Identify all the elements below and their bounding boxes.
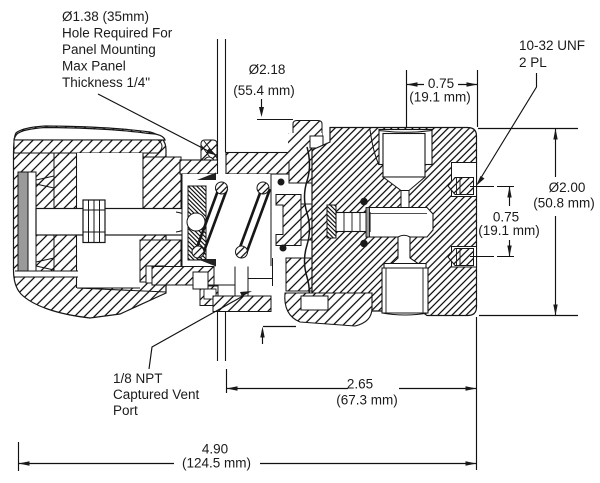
svg-text:Ø1.38 (35mm): Ø1.38 (35mm)	[62, 9, 149, 24]
svg-text:1/8 NPT: 1/8 NPT	[113, 371, 163, 386]
svg-text:(124.5 mm): (124.5 mm)	[182, 456, 251, 471]
svg-text:2 PL: 2 PL	[519, 55, 547, 70]
svg-text:Captured Vent: Captured Vent	[113, 387, 200, 402]
svg-text:(67.3 mm): (67.3 mm)	[336, 393, 398, 408]
svg-text:(50.8 mm): (50.8 mm)	[533, 196, 595, 211]
svg-text:(19.1 mm): (19.1 mm)	[478, 223, 540, 238]
svg-text:4.90: 4.90	[202, 442, 228, 457]
svg-text:Ø2.18: Ø2.18	[249, 62, 286, 77]
svg-text:(55.4 mm): (55.4 mm)	[233, 83, 295, 98]
svg-text:Hole Required For: Hole Required For	[62, 26, 173, 41]
svg-text:(19.1 mm): (19.1 mm)	[409, 90, 471, 105]
svg-text:Max Panel: Max Panel	[62, 59, 126, 74]
svg-text:Panel Mounting: Panel Mounting	[62, 42, 156, 57]
svg-text:Ø2.00: Ø2.00	[549, 180, 586, 195]
svg-text:Port: Port	[113, 403, 138, 418]
svg-text:Thickness 1/4": Thickness 1/4"	[62, 75, 150, 90]
svg-text:0.75: 0.75	[428, 76, 454, 91]
svg-text:0.75: 0.75	[493, 210, 519, 225]
svg-text:10-32 UNF: 10-32 UNF	[519, 38, 585, 53]
svg-text:2.65: 2.65	[347, 377, 373, 392]
